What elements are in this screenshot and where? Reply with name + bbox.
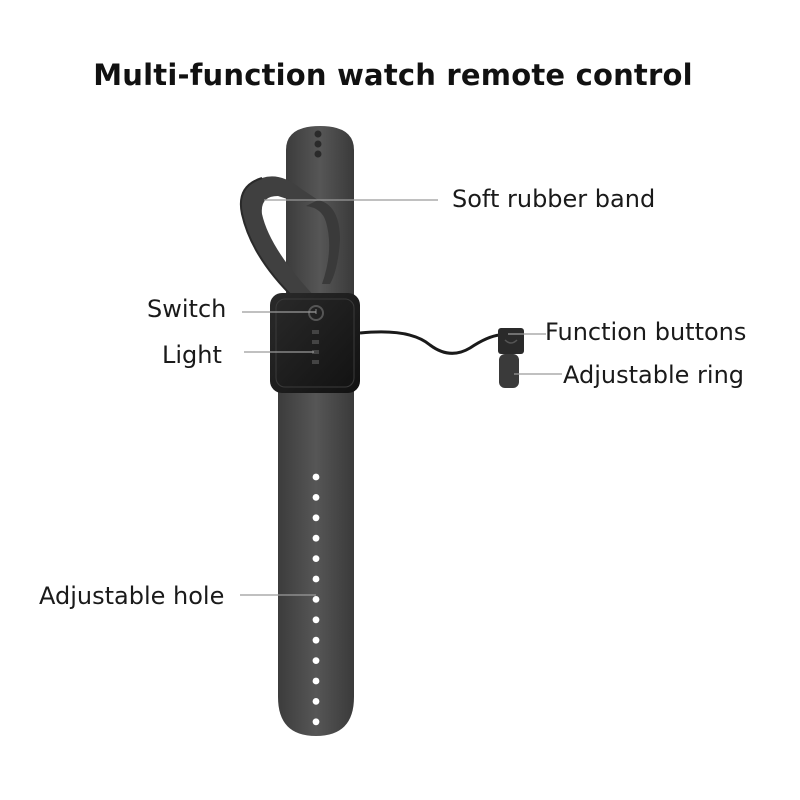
adjustable-holes [312,473,320,726]
power-icon [308,305,324,321]
label-light: Light [162,341,222,369]
band-hole [312,636,320,644]
ring-remote [498,328,524,388]
band-hole [312,677,320,685]
band-hole [312,534,320,542]
label-soft-rubber-band: Soft rubber band [452,185,656,213]
cable [359,330,501,355]
band-hole [312,494,320,501]
band-hole [312,575,320,583]
label-adjustable-hole: Adjustable hole [39,582,225,610]
remote-module [270,293,360,393]
band-hole [312,698,320,705]
band-hole [312,514,320,522]
leader-lines [240,199,562,596]
soft-rubber-band [240,126,354,301]
label-function-buttons: Function buttons [545,318,747,346]
band-hole [312,657,320,664]
band-hole [312,596,320,603]
band-hole [312,473,320,481]
label-adjustable-ring: Adjustable ring [563,361,745,389]
band-hole [312,555,320,562]
page-title: Multi-function watch remote control [93,58,693,92]
light-indicator-icon [312,330,319,334]
band-hole [312,616,320,624]
label-switch: Switch [147,295,227,323]
band-hole [312,718,320,726]
